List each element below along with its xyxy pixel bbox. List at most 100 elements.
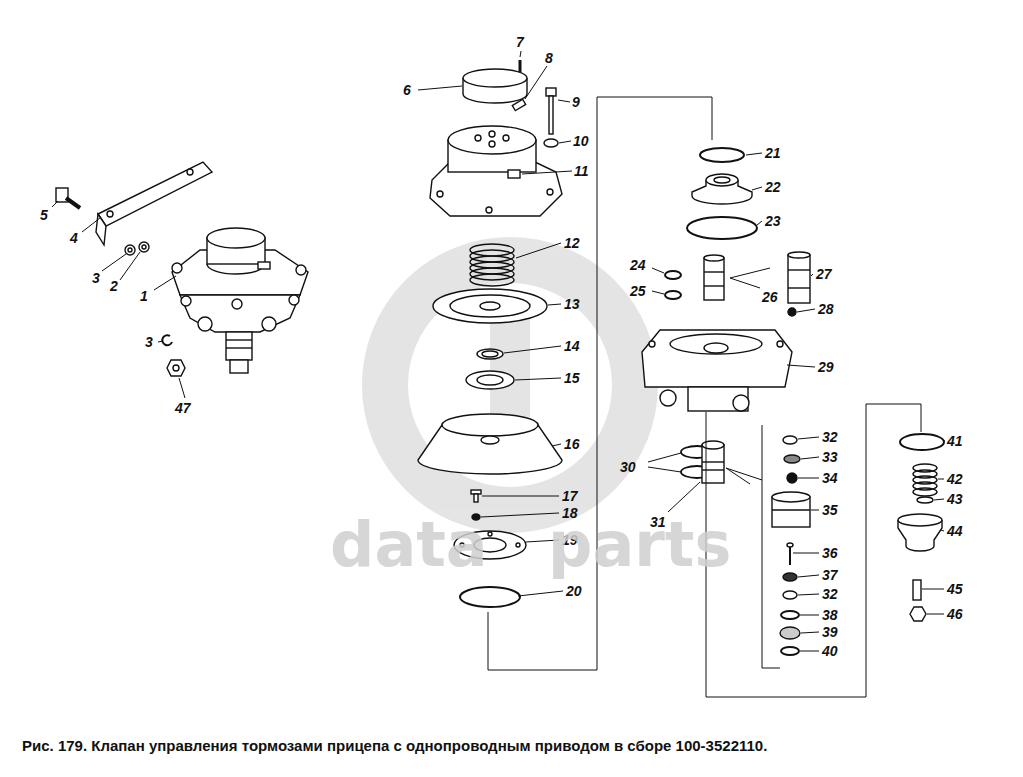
callout-number: 7 [516,35,524,49]
outlet-valve-shape [913,488,937,496]
callout-number: 46 [947,607,963,621]
callout-number: 45 [947,582,963,596]
leader-lines-shape [798,575,819,577]
leader-lines-shape [525,66,547,99]
valve-assembly-shape [207,264,265,274]
ring [466,349,514,389]
leader-lines-shape [52,201,58,207]
leader-lines-shape [518,591,563,596]
valve-stem-shape [788,255,810,303]
valve-parts-shape [772,492,810,502]
valve-assembly-shape [232,299,242,309]
group-brackets [488,97,921,697]
callout-number: 25 [630,284,646,298]
figure-caption: Рис. 179. Клапан управления тормозами пр… [22,738,767,755]
seat-plate-shape [516,543,520,547]
valve-stem-shape [704,258,724,300]
valve-body-shape [688,387,748,411]
leader-lines-shape [522,171,572,174]
valve-body-shape [649,341,655,347]
valve-assembly-shape [226,347,252,348]
callout-number: 23 [765,214,781,228]
cover-shape [437,191,443,197]
callout-number: 6 [403,83,411,97]
leader-lines-shape [179,378,185,398]
leader-lines-shape [482,496,559,497]
leader-lines-shape [82,218,100,232]
bolt-shape [66,198,80,208]
callout-number: 2 [110,279,118,293]
nut-shape [167,360,185,376]
pin-shape [519,60,522,72]
washer-shape [125,245,135,255]
outlet-valve-shape [900,434,944,450]
callout-number: 37 [822,568,838,582]
watermark-text: parts [548,514,731,576]
nut [167,360,185,376]
valve-parts-shape [781,647,799,655]
leader-lines-shape [800,651,819,652]
leader-lines-shape [504,346,561,353]
valve-assembly-shape [226,332,252,360]
spring [470,244,514,286]
valve-body-shape [733,395,749,411]
valve-assembly-shape [172,263,182,273]
plate-shape [480,302,500,310]
plate-shape [450,295,530,317]
callout-number: 43 [947,492,963,506]
leader-lines-shape [102,254,126,271]
callout-number: 8 [545,51,553,65]
bracket-plate-shape [96,214,106,245]
leader-lines-shape [793,553,819,554]
leader-lines-shape [418,86,462,90]
callout-number: 26 [762,290,778,304]
pin-shape [512,99,525,110]
leader-lines-shape [730,268,770,288]
diaphragm [418,414,562,474]
valve-body-shape [642,330,792,387]
plunger-shape [702,469,724,470]
bolt [56,188,80,208]
leader-lines-shape [481,513,559,517]
leader-lines-shape [811,274,813,276]
leader-lines-shape [652,268,664,273]
piston-shape [700,148,744,162]
callout-number: 11 [574,164,589,178]
ring-shape [466,371,514,389]
piston-shape [706,174,738,186]
piston-shape [714,177,730,183]
leader-lines-shape [801,632,819,633]
valve-body-shape [670,334,762,354]
diaphragm-shape [442,414,538,436]
valve-body-shape [660,390,676,406]
diaphragm-shape [481,436,499,444]
leader-lines-shape [757,221,762,225]
valve-assembly-shape [226,339,252,340]
nut-shape [173,365,179,371]
cover-shape [486,207,492,213]
piston [687,148,757,239]
valve-assembly-shape [181,296,191,306]
valve-parts-shape [787,543,793,547]
leader-lines-shape [726,468,762,484]
callout-number: 14 [564,339,580,353]
callout-number: 24 [630,258,646,272]
screw-shape [546,88,556,96]
leader-lines [52,51,945,651]
o-ring [665,271,681,299]
callout-number: 29 [818,360,834,374]
washer-shape [162,335,172,345]
valve-body-shape [704,343,728,353]
leader-lines-shape [752,187,762,190]
screw-shape [549,96,553,134]
valve-assembly-shape [262,317,276,331]
valve-parts-shape [780,627,800,639]
plunger-shape [702,441,724,449]
group-brackets-shape [762,425,780,668]
ring-shape [477,349,503,359]
leader-lines-shape [516,243,561,258]
plunger-shape [702,445,724,483]
leader-lines-shape [558,100,570,102]
